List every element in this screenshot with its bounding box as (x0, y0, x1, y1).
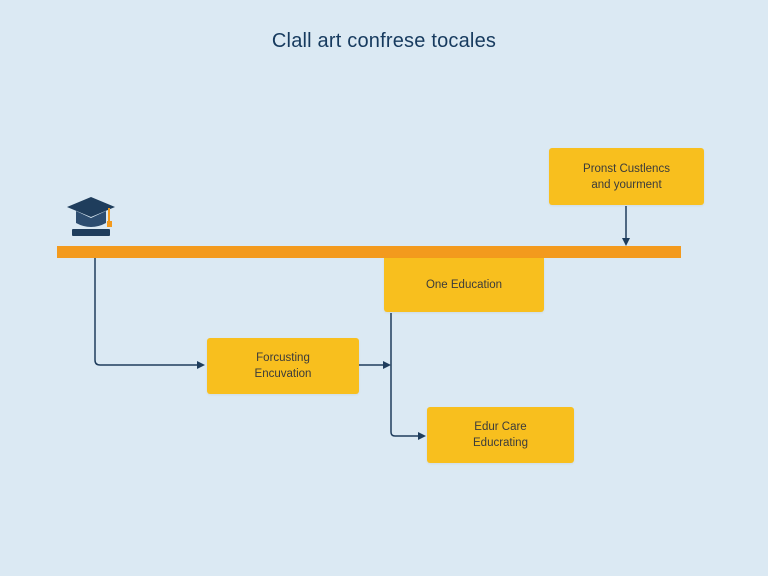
graduation-cap-icon (67, 197, 115, 236)
diagram-title: Clall art confrese tocales (271, 30, 497, 52)
node-top-right: Pronst Custlencs and yourment (549, 148, 704, 205)
connector-bar-to-left-box (94, 258, 205, 369)
connector-center-to-bottom-right (390, 313, 426, 440)
node-center: One Education (384, 258, 544, 312)
node-top-right-line-1: Pronst Custlencs (583, 162, 670, 175)
node-bottom-right-line-2: Educrating (473, 437, 528, 449)
node-left: Forcusting Encuvation (207, 338, 359, 394)
node-left-line-2: Encuvation (254, 368, 312, 380)
timeline-bar (57, 246, 681, 258)
node-bottom-right: Edur Care Educrating (427, 407, 574, 463)
node-top-right-line-2: and yourment (591, 178, 662, 191)
node-bottom-right-line-1: Edur Care (474, 421, 527, 433)
node-center-line-1: One Education (425, 279, 503, 291)
node-left-line-1: Forcusting (256, 352, 310, 364)
